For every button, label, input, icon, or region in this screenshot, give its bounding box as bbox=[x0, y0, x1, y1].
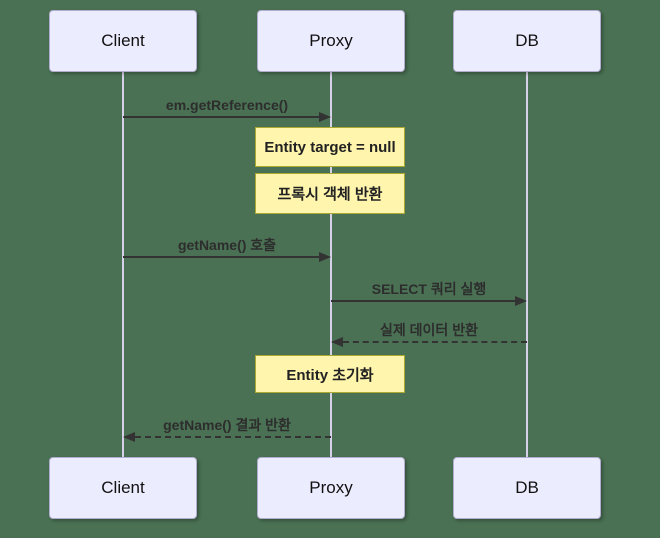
arrowhead-right-icon bbox=[515, 296, 527, 306]
actor-label-db: DB bbox=[515, 31, 539, 50]
message-line-real-data-return bbox=[343, 341, 527, 343]
message-label-getname-call: getName() 호출 bbox=[177, 237, 277, 253]
message-line-em-getreference bbox=[123, 116, 321, 118]
arrowhead-right-icon bbox=[319, 252, 331, 262]
note-proxy-object-return: 프록시 객체 반환 bbox=[255, 173, 405, 214]
actor-box-proxy-top: Proxy bbox=[257, 10, 405, 72]
lifeline-db bbox=[526, 72, 528, 457]
note-entity-init: Entity 초기화 bbox=[255, 355, 405, 393]
message-label-real-data-return: 실제 데이터 반환 bbox=[380, 322, 478, 338]
arrowhead-right-icon bbox=[319, 112, 331, 122]
actor-box-client-bottom: Client bbox=[49, 457, 197, 519]
message-label-em-getreference: em.getReference() bbox=[165, 97, 289, 113]
actor-label-proxy: Proxy bbox=[309, 478, 353, 497]
actor-label-client: Client bbox=[101, 478, 145, 497]
arrowhead-left-icon bbox=[123, 432, 135, 442]
note-entity-target-null: Entity target = null bbox=[255, 127, 405, 167]
arrowhead-left-icon bbox=[331, 337, 343, 347]
message-line-getname-result-return bbox=[135, 436, 331, 438]
actor-box-db-top: DB bbox=[453, 10, 601, 72]
message-label-getname-result-return: getName() 결과 반환 bbox=[163, 417, 291, 433]
actor-label-db: DB bbox=[515, 478, 539, 497]
lifeline-client bbox=[122, 72, 124, 457]
actor-box-db-bottom: DB bbox=[453, 457, 601, 519]
actor-label-proxy: Proxy bbox=[309, 31, 353, 50]
lifeline-proxy bbox=[330, 72, 332, 457]
message-label-select-query: SELECT 쿼리 실행 bbox=[371, 281, 487, 297]
actor-box-client-top: Client bbox=[49, 10, 197, 72]
actor-box-proxy-bottom: Proxy bbox=[257, 457, 405, 519]
message-line-getname-call bbox=[123, 256, 321, 258]
message-line-select-query bbox=[331, 300, 517, 302]
actor-label-client: Client bbox=[101, 31, 145, 50]
